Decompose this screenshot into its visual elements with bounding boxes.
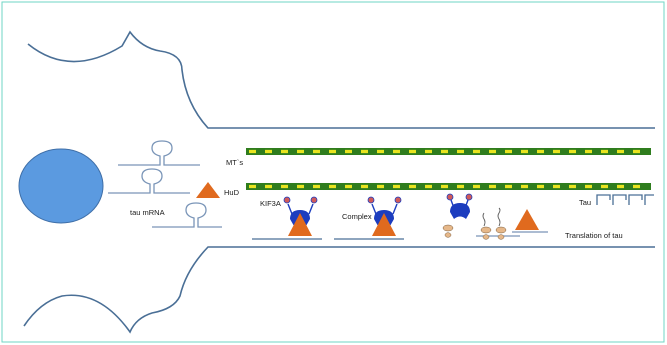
nascent-peptide xyxy=(497,207,501,227)
label-tau-mrna: tau mRNA xyxy=(130,208,165,217)
ribosome-icon xyxy=(442,224,454,238)
microtubule-upper xyxy=(246,148,651,155)
kif3a-motor-icon xyxy=(252,196,322,240)
cell-membrane-upper xyxy=(27,30,655,129)
label-microtubules: MT`s xyxy=(226,158,243,167)
mrna-hairpin-icon xyxy=(118,140,200,166)
nucleus-icon xyxy=(18,148,104,224)
nascent-peptide xyxy=(482,212,486,227)
microtubule-lower xyxy=(246,183,651,190)
kif3a-motor-icon xyxy=(446,193,473,219)
hud-protein-icon xyxy=(196,182,220,198)
label-translation: Translation of tau xyxy=(565,231,623,240)
label-kif3a: KIF3A xyxy=(260,199,281,208)
ribosome-icon xyxy=(480,226,492,240)
ribosome-icon xyxy=(495,226,507,240)
hud-protein-icon xyxy=(512,209,548,233)
cell-membrane-lower xyxy=(23,246,655,334)
tau-protein-icon xyxy=(596,194,654,205)
mrna-hairpin-icon xyxy=(152,202,222,228)
label-hud: HuD xyxy=(224,188,240,197)
label-tau: Tau xyxy=(579,198,591,207)
kif3a-motor-icon xyxy=(334,196,404,240)
label-complex: Complex xyxy=(342,212,372,221)
mrna-hairpin-icon xyxy=(108,168,190,194)
